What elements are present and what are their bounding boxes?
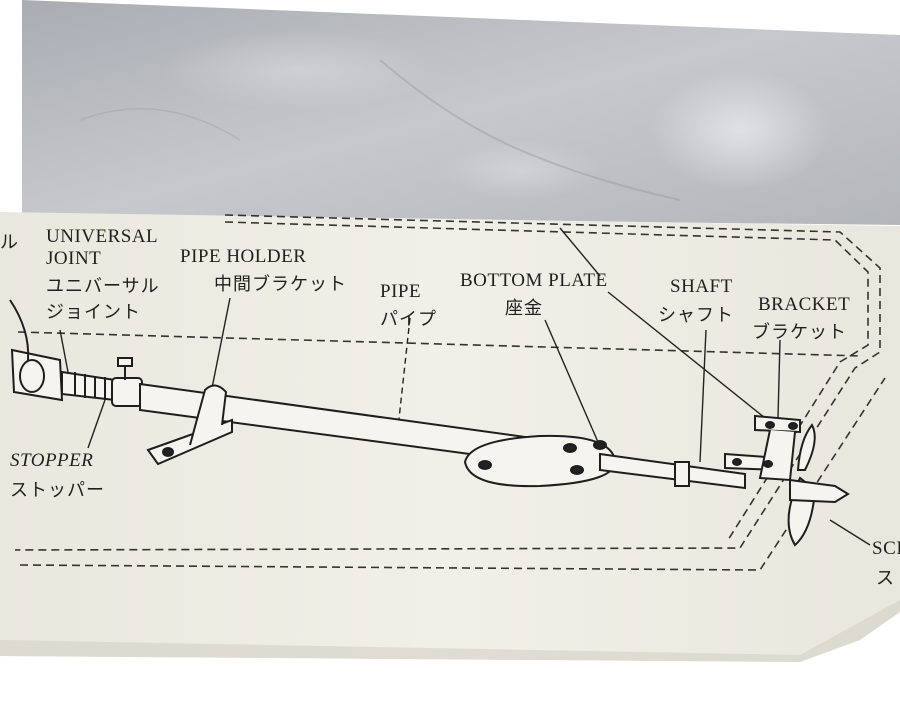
screw-jp-partial: ス (876, 568, 895, 589)
marble-vein-line (379, 59, 681, 201)
bracket-jp: ブラケット (752, 322, 847, 343)
stopper-label: STOPPER (10, 450, 94, 471)
screw-label-partial: SCI (872, 538, 900, 559)
pipe-jp: パイプ (380, 309, 437, 330)
pipe-holder-label: PIPE HOLDER (180, 246, 307, 267)
universal-joint-label: UNIVERSAL (46, 226, 159, 247)
shaft-label: SHAFT (670, 276, 733, 297)
marble-veining (160, 30, 440, 110)
marble-veining (440, 140, 600, 200)
universal-joint-jp: ユニバーサル (46, 276, 160, 297)
stopper-jp: ストッパー (10, 480, 105, 501)
universal-joint-label-line2: JOINT (46, 248, 102, 269)
shaft-jp: シャフト (658, 305, 734, 326)
partial-left-label: ル (0, 232, 19, 253)
paper-curl-shadow (0, 600, 900, 662)
marble-veining (650, 70, 830, 190)
leader-lines (59, 227, 871, 546)
bottom-plate-label: BOTTOM PLATE (460, 270, 608, 291)
stopper-collar (111, 377, 143, 407)
shaft (599, 452, 746, 490)
dashed-outline (14, 214, 886, 571)
universal-joint-jp-line2: ジョイント (46, 302, 141, 323)
pipe-holder-jp: 中間ブラケット (214, 274, 347, 295)
bottom-plate-jp: 座金 (505, 298, 543, 319)
pipe-label: PIPE (380, 281, 422, 302)
shaft-assembly-drawing (9, 299, 850, 547)
marble-vein-line (79, 108, 241, 141)
bracket-label: BRACKET (758, 294, 851, 315)
